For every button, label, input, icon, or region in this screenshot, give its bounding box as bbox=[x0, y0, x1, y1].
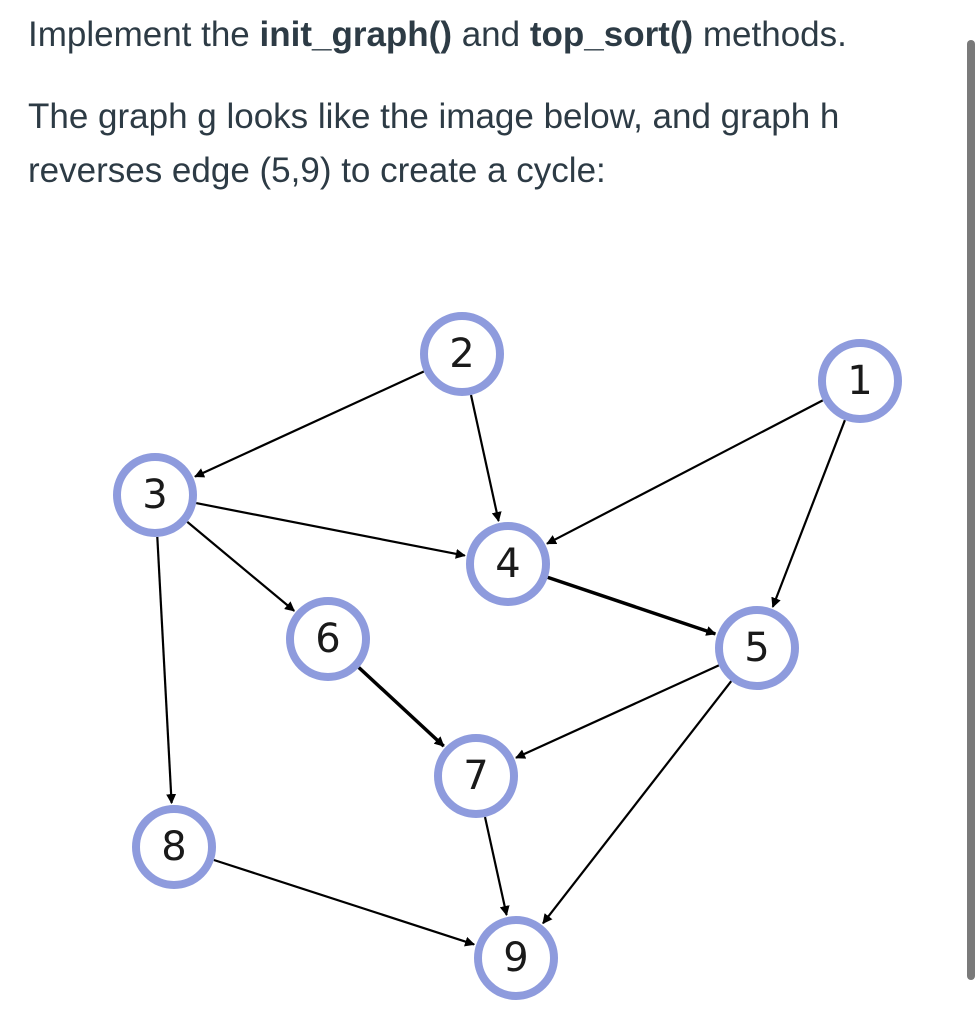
node-circle-9 bbox=[474, 916, 558, 1000]
node-circle-6 bbox=[286, 597, 370, 681]
edge-3-to-8 bbox=[156, 536, 177, 805]
node-5: 5 bbox=[715, 606, 799, 690]
top-sort-method: top_sort() bbox=[529, 15, 694, 54]
edge-7-to-9 bbox=[483, 816, 510, 916]
node-4: 4 bbox=[466, 522, 550, 606]
line1-mid: and bbox=[451, 15, 530, 54]
scrollbar[interactable] bbox=[967, 40, 975, 980]
edge-3-to-6 bbox=[186, 521, 295, 612]
node-7: 7 bbox=[434, 734, 518, 818]
node-label-3: 3 bbox=[142, 472, 167, 518]
node-label-7: 7 bbox=[463, 753, 488, 799]
edge-5-to-9 bbox=[542, 680, 733, 925]
node-label-5: 5 bbox=[744, 625, 769, 671]
node-circle-8 bbox=[132, 805, 216, 889]
node-label-6: 6 bbox=[315, 616, 340, 662]
instructions: Implement the init_graph() and top_sort(… bbox=[28, 8, 928, 198]
init-graph-method: init_graph() bbox=[259, 15, 452, 54]
node-8: 8 bbox=[132, 805, 216, 889]
node-circle-4 bbox=[466, 522, 550, 606]
node-circle-7 bbox=[434, 734, 518, 818]
node-1: 1 bbox=[818, 339, 902, 423]
edge-2-to-3 bbox=[194, 370, 425, 478]
node-3: 3 bbox=[113, 453, 197, 537]
edge-4-to-5 bbox=[547, 575, 717, 636]
node-6: 6 bbox=[286, 597, 370, 681]
nodes: 1 2 3 4 5 6 7 8 9 bbox=[113, 312, 902, 1000]
node-9: 9 bbox=[474, 916, 558, 1000]
edge-1-to-4 bbox=[546, 399, 824, 545]
node-2: 2 bbox=[420, 312, 504, 396]
node-circle-5 bbox=[715, 606, 799, 690]
edges bbox=[156, 370, 846, 947]
node-circle-3 bbox=[113, 453, 197, 537]
instructions-line-2: The graph g looks like the image below, … bbox=[28, 97, 840, 190]
node-label-4: 4 bbox=[495, 541, 520, 587]
line1-pre: Implement the bbox=[28, 15, 260, 54]
node-circle-2 bbox=[420, 312, 504, 396]
node-label-1: 1 bbox=[847, 358, 872, 404]
instructions-line-1: Implement the init_graph() and top_sort(… bbox=[28, 8, 928, 62]
edge-2-to-4 bbox=[469, 394, 502, 522]
node-label-2: 2 bbox=[449, 331, 474, 377]
edge-1-to-5 bbox=[771, 419, 846, 608]
node-circle-1 bbox=[818, 339, 902, 423]
node-label-9: 9 bbox=[503, 935, 528, 981]
edge-3-to-4 bbox=[195, 502, 466, 559]
edge-5-to-7 bbox=[515, 664, 720, 759]
edge-8-to-9 bbox=[213, 858, 476, 947]
node-label-8: 8 bbox=[161, 824, 186, 870]
line1-post: methods. bbox=[693, 15, 847, 54]
edge-6-to-7 bbox=[357, 666, 445, 748]
